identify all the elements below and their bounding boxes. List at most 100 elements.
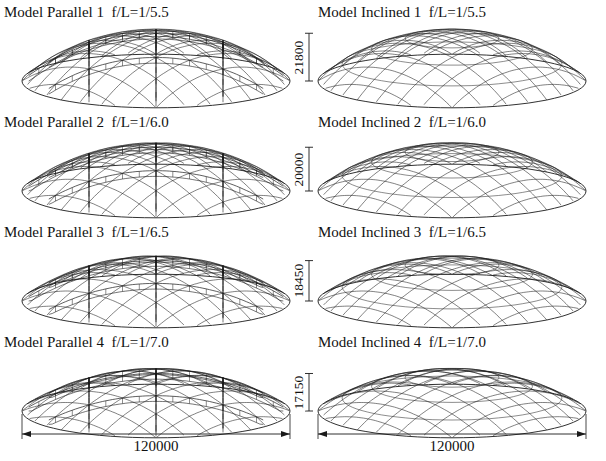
lattice-member <box>453 376 586 411</box>
truss-web <box>239 383 240 389</box>
truss-web <box>172 284 173 290</box>
dome-base-ring <box>318 164 586 218</box>
lattice-member <box>398 143 573 201</box>
lattice-member <box>326 306 411 326</box>
lattice-member <box>453 179 586 217</box>
lattice-member <box>319 376 452 411</box>
truss-web <box>273 180 274 186</box>
lattice-member <box>80 256 265 315</box>
lattice-member <box>326 84 411 105</box>
truss-web <box>189 371 190 377</box>
rise-dimension: 18450 <box>292 263 307 299</box>
truss-web <box>223 42 224 48</box>
lattice-ring <box>405 368 499 387</box>
lattice-member <box>398 43 573 104</box>
lattice-member <box>493 383 578 402</box>
lattice-member <box>357 31 547 100</box>
lattice-ring <box>405 143 499 162</box>
lattice-member <box>376 36 561 102</box>
truss-lower-chord <box>156 262 157 327</box>
truss-web <box>122 371 123 377</box>
lattice-member <box>30 306 115 326</box>
truss-web <box>38 180 39 186</box>
truss-web <box>206 37 207 43</box>
lattice-member <box>35 382 210 434</box>
truss-web <box>55 306 56 312</box>
lattice-ring <box>372 258 533 290</box>
lattice-member <box>376 369 561 426</box>
model-title: Model Inclined 1 f/L=1/5.5 <box>318 4 486 21</box>
lattice-member <box>197 306 282 326</box>
lattice-ring <box>342 154 562 198</box>
truss-web <box>89 293 90 299</box>
dimension-tick <box>305 147 313 148</box>
lattice-member <box>102 43 277 104</box>
truss-web <box>122 173 123 179</box>
truss-web <box>122 286 123 292</box>
truss-web <box>223 378 224 384</box>
dimension-line <box>318 434 586 435</box>
lattice-member <box>30 84 115 105</box>
lattice-member <box>493 306 578 326</box>
lattice-member <box>35 270 210 325</box>
extension-line <box>22 414 23 439</box>
truss-upper-chord <box>49 257 263 283</box>
lattice-member <box>357 145 547 210</box>
lattice-member <box>28 371 184 415</box>
truss-upper-chord <box>49 31 263 62</box>
lattice-member <box>326 417 411 436</box>
truss-web <box>89 155 90 161</box>
truss-web <box>72 161 73 167</box>
lattice-member <box>493 417 578 436</box>
truss-web <box>172 257 173 263</box>
lattice-member <box>398 369 573 421</box>
lattice-member <box>343 263 528 322</box>
truss-web <box>206 262 207 268</box>
truss-web <box>206 150 207 156</box>
truss-web <box>189 398 190 404</box>
dimension-arrow <box>281 431 290 437</box>
lattice-member <box>197 195 282 215</box>
truss-web <box>156 369 157 375</box>
truss-web <box>256 58 257 64</box>
model-title: Model Inclined 2 f/L=1/6.0 <box>318 114 486 131</box>
dimension-tick <box>305 260 313 261</box>
lattice-member <box>343 150 528 212</box>
truss-web <box>189 286 190 292</box>
lattice-member <box>493 273 578 293</box>
truss-web <box>89 405 90 411</box>
lattice-member <box>331 43 506 104</box>
truss-web <box>105 150 106 156</box>
lattice-member <box>128 33 284 84</box>
truss-web <box>206 374 207 380</box>
lattice-ring <box>342 376 562 420</box>
lattice-member <box>331 382 506 434</box>
lattice-member <box>493 162 578 182</box>
lattice-member <box>453 403 586 438</box>
truss-web <box>239 49 240 55</box>
lattice-member <box>424 371 580 415</box>
lattice-member <box>424 279 580 325</box>
truss-web <box>139 58 140 64</box>
truss-web <box>239 299 240 305</box>
rise-dimension: 17150 <box>292 374 307 410</box>
truss-web <box>172 370 173 376</box>
truss-web <box>139 257 140 263</box>
model-title: Model Inclined 4 f/L=1/7.0 <box>318 334 486 351</box>
lattice-member <box>453 291 586 327</box>
lattice-member <box>324 371 480 415</box>
lattice-member <box>28 167 184 215</box>
truss-web <box>105 289 106 295</box>
truss-web <box>206 64 207 70</box>
truss-web <box>105 374 106 380</box>
dimension-line <box>22 434 290 435</box>
model-title: Model Parallel 1 f/L=1/5.5 <box>4 4 169 21</box>
truss-upper-chord <box>29 33 284 75</box>
truss-web <box>172 58 173 64</box>
truss-lower-chord <box>49 36 263 67</box>
lattice-member <box>102 369 277 421</box>
dimension-tick <box>305 191 313 192</box>
truss-web <box>105 262 106 268</box>
truss-lower-chord <box>29 39 284 81</box>
truss-lower-chord <box>156 148 157 216</box>
